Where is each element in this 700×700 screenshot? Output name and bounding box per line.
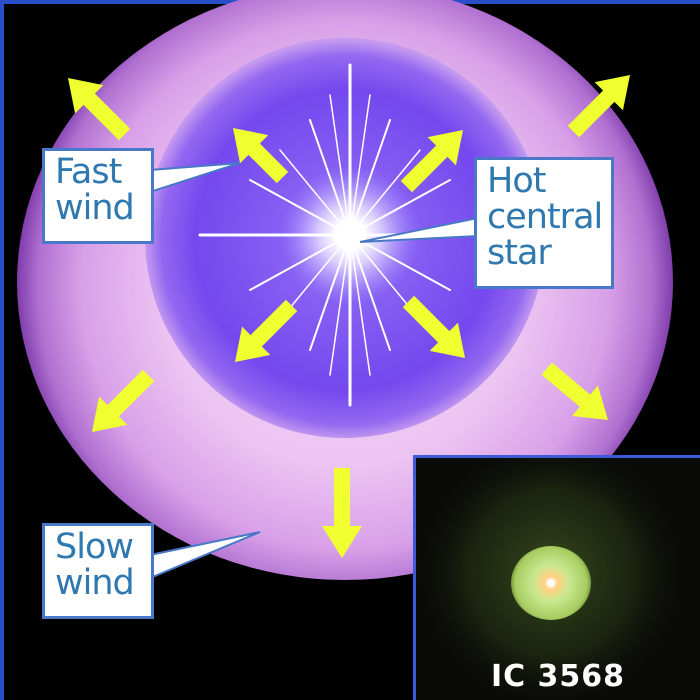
slow-wind-label: Slow wind	[42, 523, 154, 619]
nebula-central-star	[547, 579, 555, 587]
outward-arrow-icon	[322, 468, 362, 558]
fast-wind-label-line2: wind	[55, 188, 135, 228]
outward-arrow-icon	[92, 369, 155, 432]
outward-arrow-icon	[541, 362, 608, 420]
outward-arrow-icon	[235, 299, 298, 362]
inset-caption: IC 3568	[490, 659, 626, 694]
outward-arrows	[68, 75, 630, 558]
hot-central-star-label: Hot central star	[474, 157, 614, 289]
outward-arrow-icon	[402, 295, 465, 358]
outward-arrow-icon	[400, 130, 463, 193]
hot-central-star	[334, 219, 366, 251]
nebula-photo-inset: IC 3568	[413, 455, 700, 700]
slow-wind-label-line2: wind	[55, 563, 135, 603]
slow-wind-label-line1: Slow	[55, 527, 134, 567]
hot-star-label-line3: star	[487, 233, 552, 273]
fast-wind-label-line1: Fast	[55, 152, 122, 192]
outward-arrow-icon	[567, 75, 630, 138]
outward-arrow-icon	[233, 128, 289, 184]
nebula-photo	[416, 458, 700, 700]
hot-star-label-line1: Hot	[487, 161, 546, 201]
outward-arrow-icon	[68, 78, 131, 141]
fast-wind-label: Fast wind	[42, 148, 154, 244]
hot-star-label-line2: central	[487, 197, 603, 237]
